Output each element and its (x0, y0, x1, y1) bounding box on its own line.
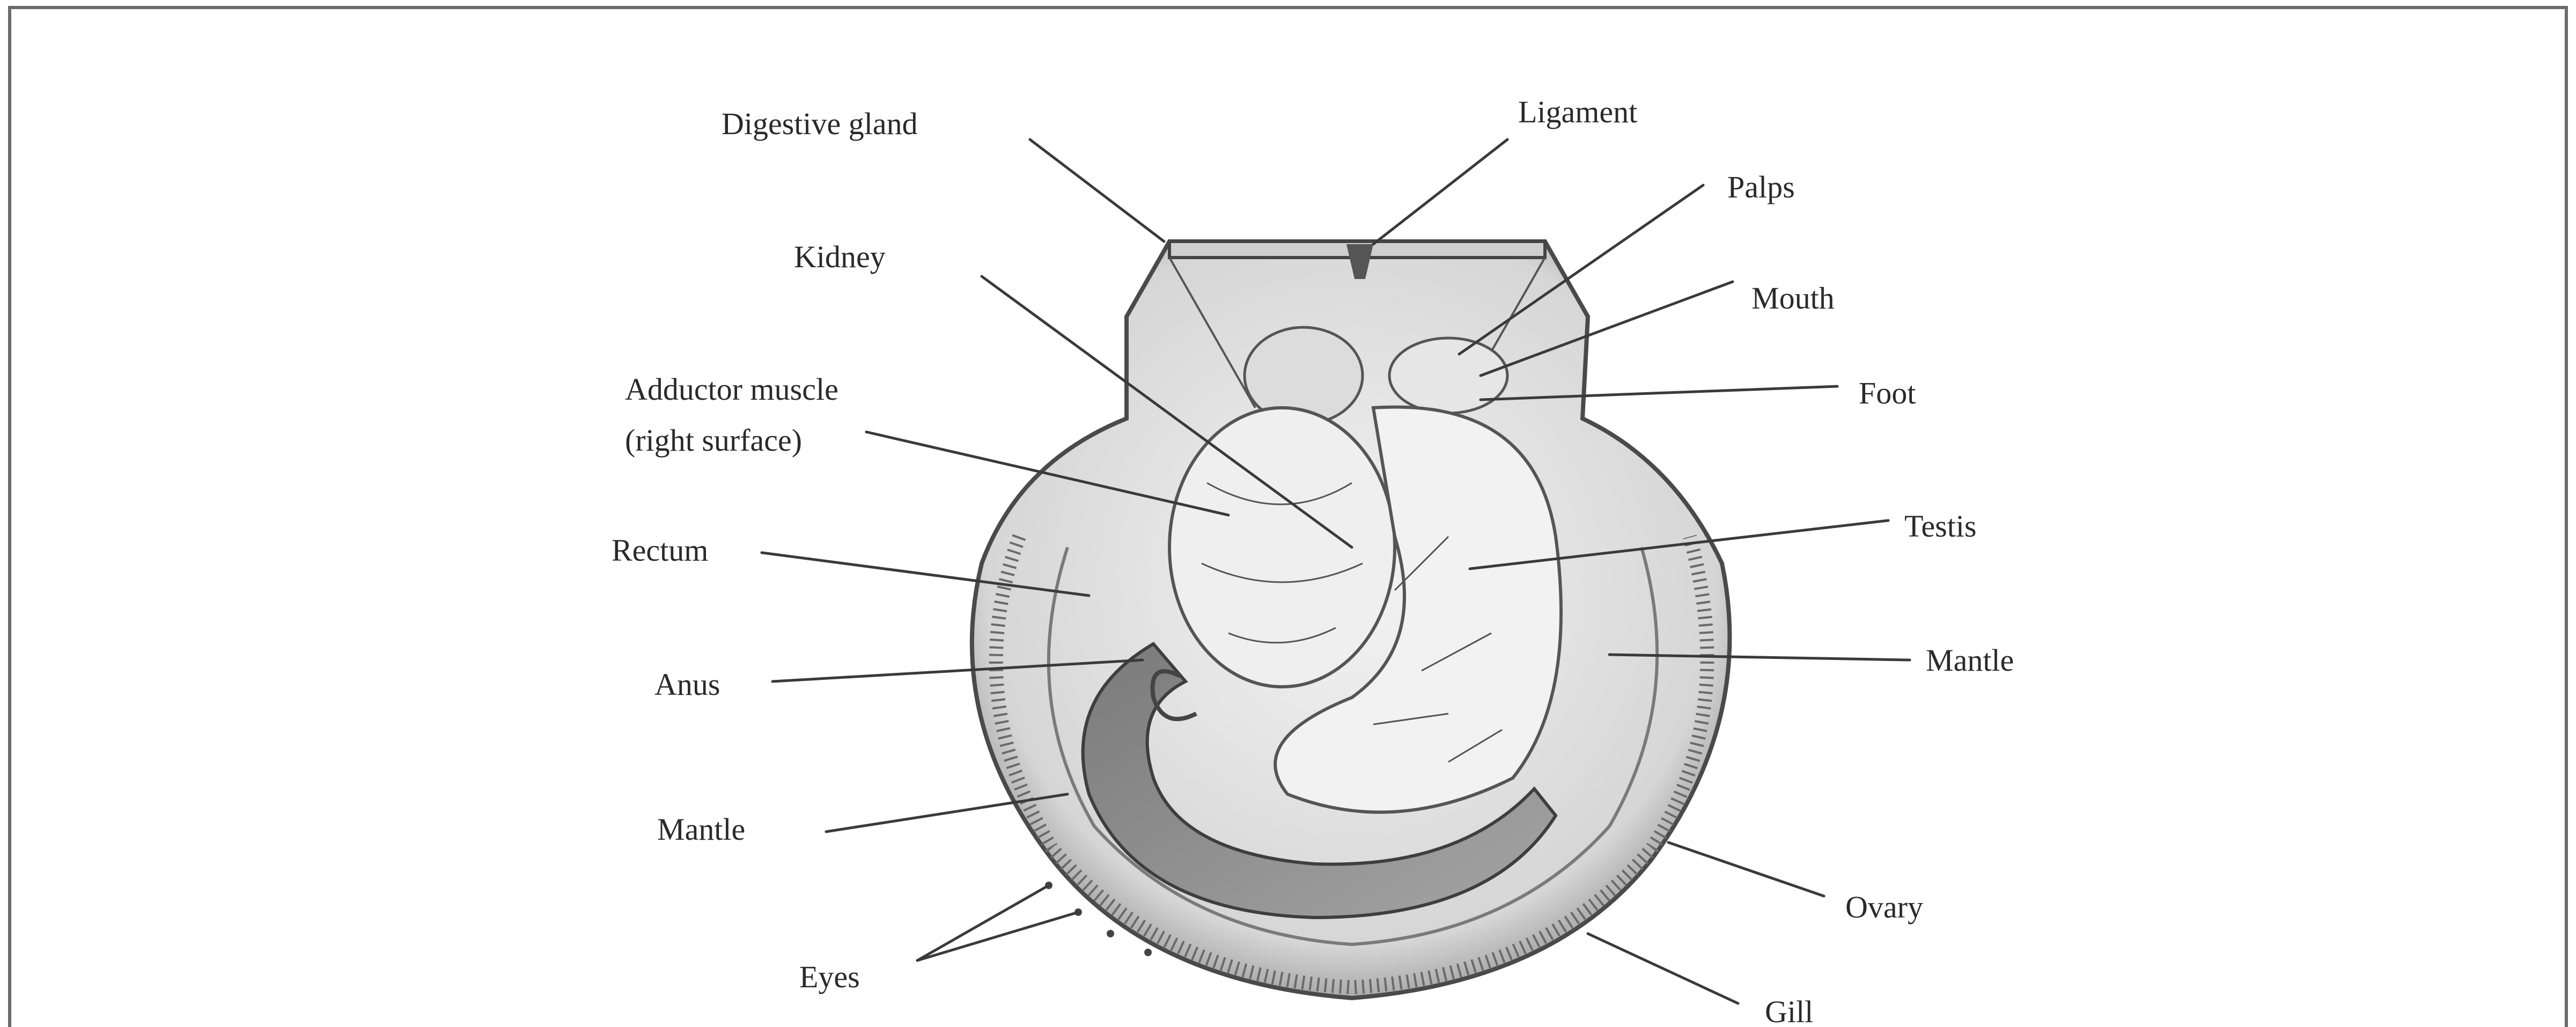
label-eyes: Eyes (799, 959, 860, 994)
label-mantle-left: Mantle (657, 812, 745, 847)
label-mouth: Mouth (1751, 281, 1835, 316)
label-testis: Testis (1904, 509, 1977, 544)
adductor-muscle-shape (1169, 408, 1395, 687)
scallop-illustration (972, 241, 1730, 998)
label-rectum: Rectum (612, 533, 708, 568)
label-palps: Palps (1727, 170, 1795, 204)
label-ovary: Ovary (1845, 890, 1923, 925)
label-adductor-muscle: Adductor muscle (625, 372, 838, 407)
label-foot: Foot (1859, 376, 1916, 410)
label-adductor-muscle-sub: (right surface) (625, 423, 802, 458)
label-gill: Gill (1765, 994, 1813, 1027)
label-mantle-right: Mantle (1926, 643, 2014, 678)
palps-shape (1389, 338, 1507, 413)
label-digestive-gland: Digestive gland (722, 106, 918, 141)
label-ligament: Ligament (1518, 94, 1637, 129)
label-kidney: Kidney (794, 239, 886, 274)
label-anus: Anus (654, 667, 720, 702)
